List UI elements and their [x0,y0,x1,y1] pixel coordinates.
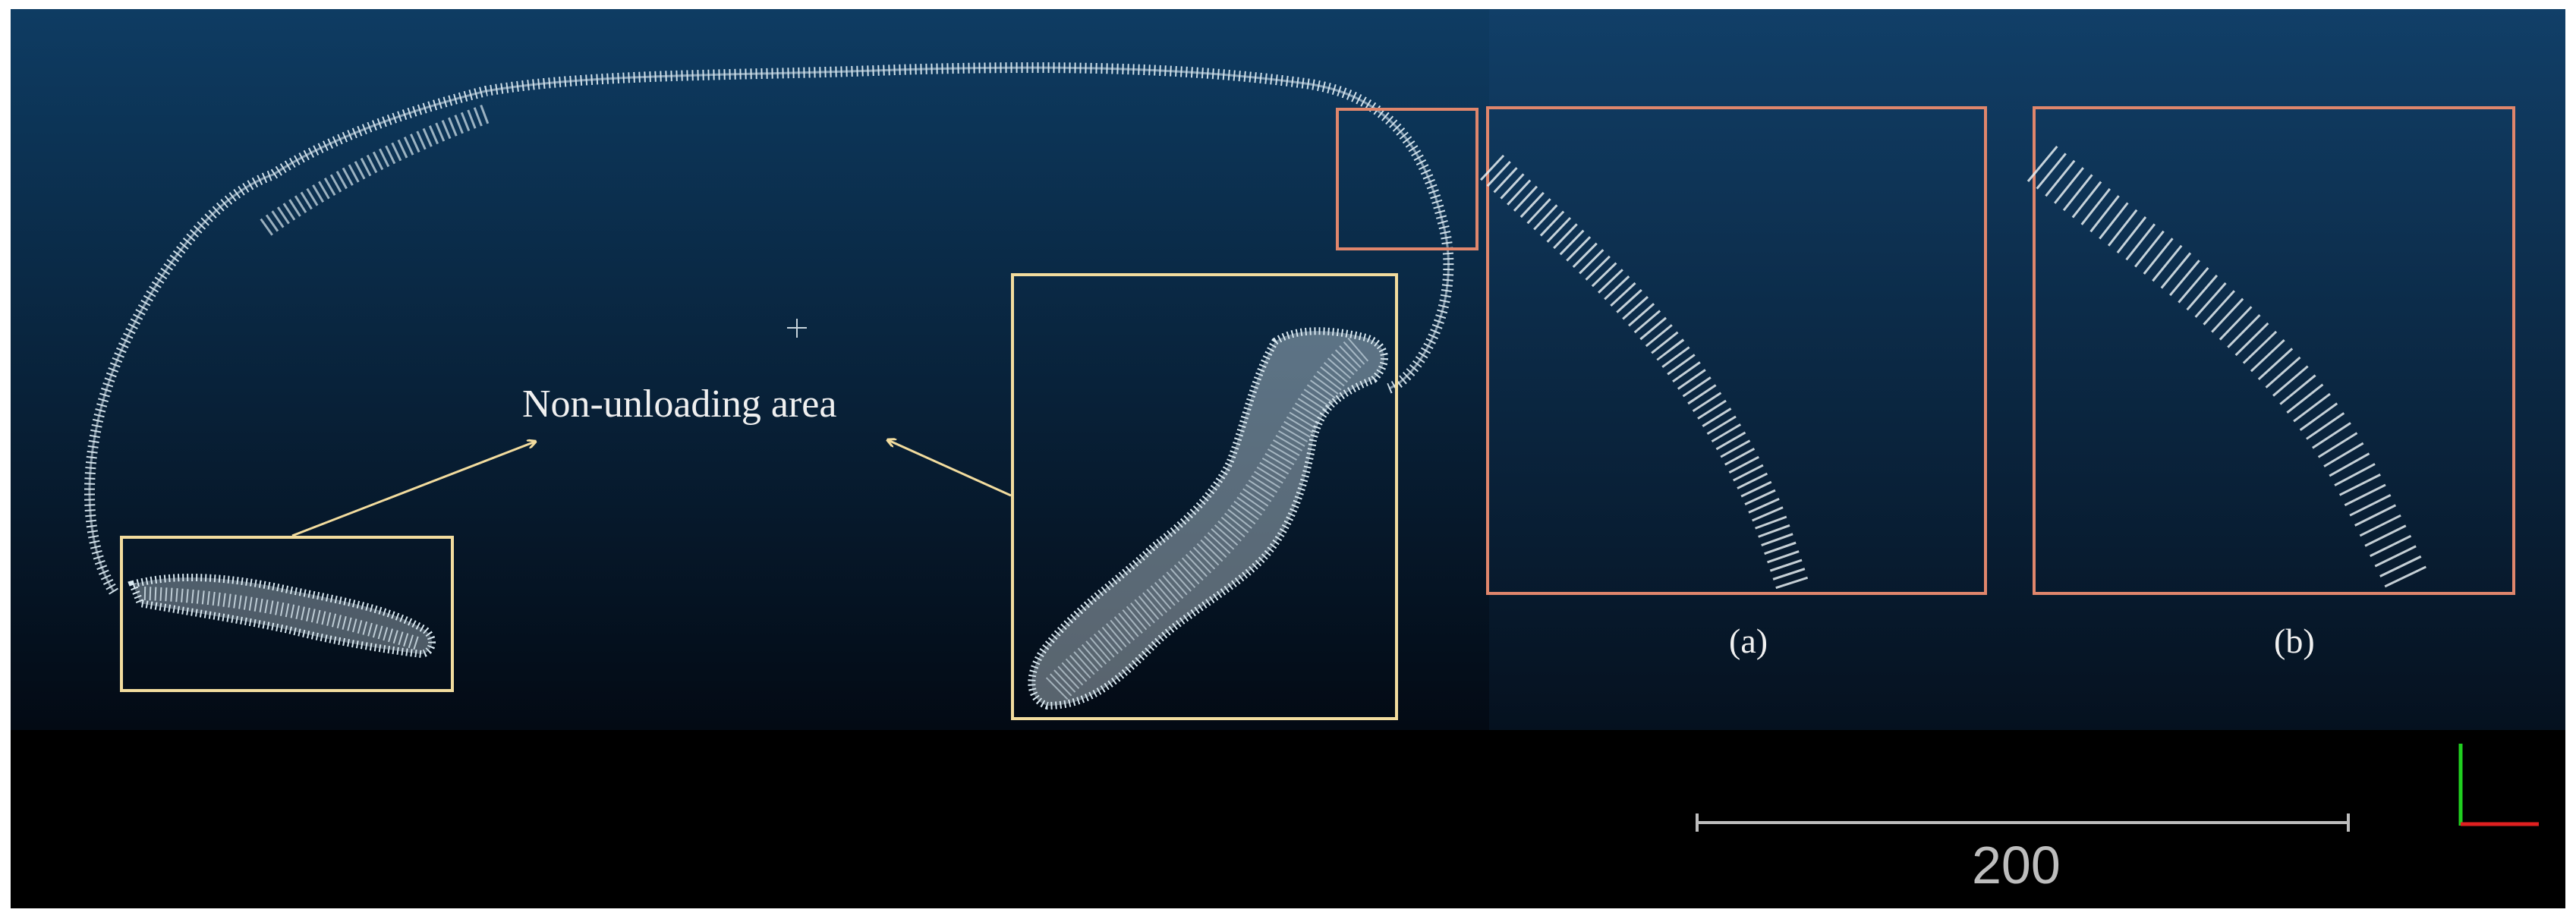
viewport-background [11,9,1489,730]
highlight-box-left [120,536,454,692]
zoom-panel-background [1489,9,2565,730]
point-cluster-right [1028,327,1388,710]
point-cloud-loop [84,62,1454,595]
annotation-label: Non-unloading area [522,382,837,426]
zoom-panel-b [2033,106,2515,595]
panel-label-a: (a) [1729,621,1768,660]
footer-bar [11,730,2565,908]
zoom-source-box [1336,108,1479,250]
scale-bar [1696,813,2350,832]
crosshair-icon [787,319,807,338]
annotation-arrow-left [291,442,535,537]
highlight-box-right [1011,273,1398,720]
point-cluster-left [128,573,436,659]
scale-bar-value: 200 [1972,835,2061,895]
annotation-arrow-right [888,440,1012,497]
zoom-panel-a [1486,106,1987,595]
axis-gizmo-icon [2458,744,2539,826]
panel-label-b: (b) [2274,621,2315,660]
